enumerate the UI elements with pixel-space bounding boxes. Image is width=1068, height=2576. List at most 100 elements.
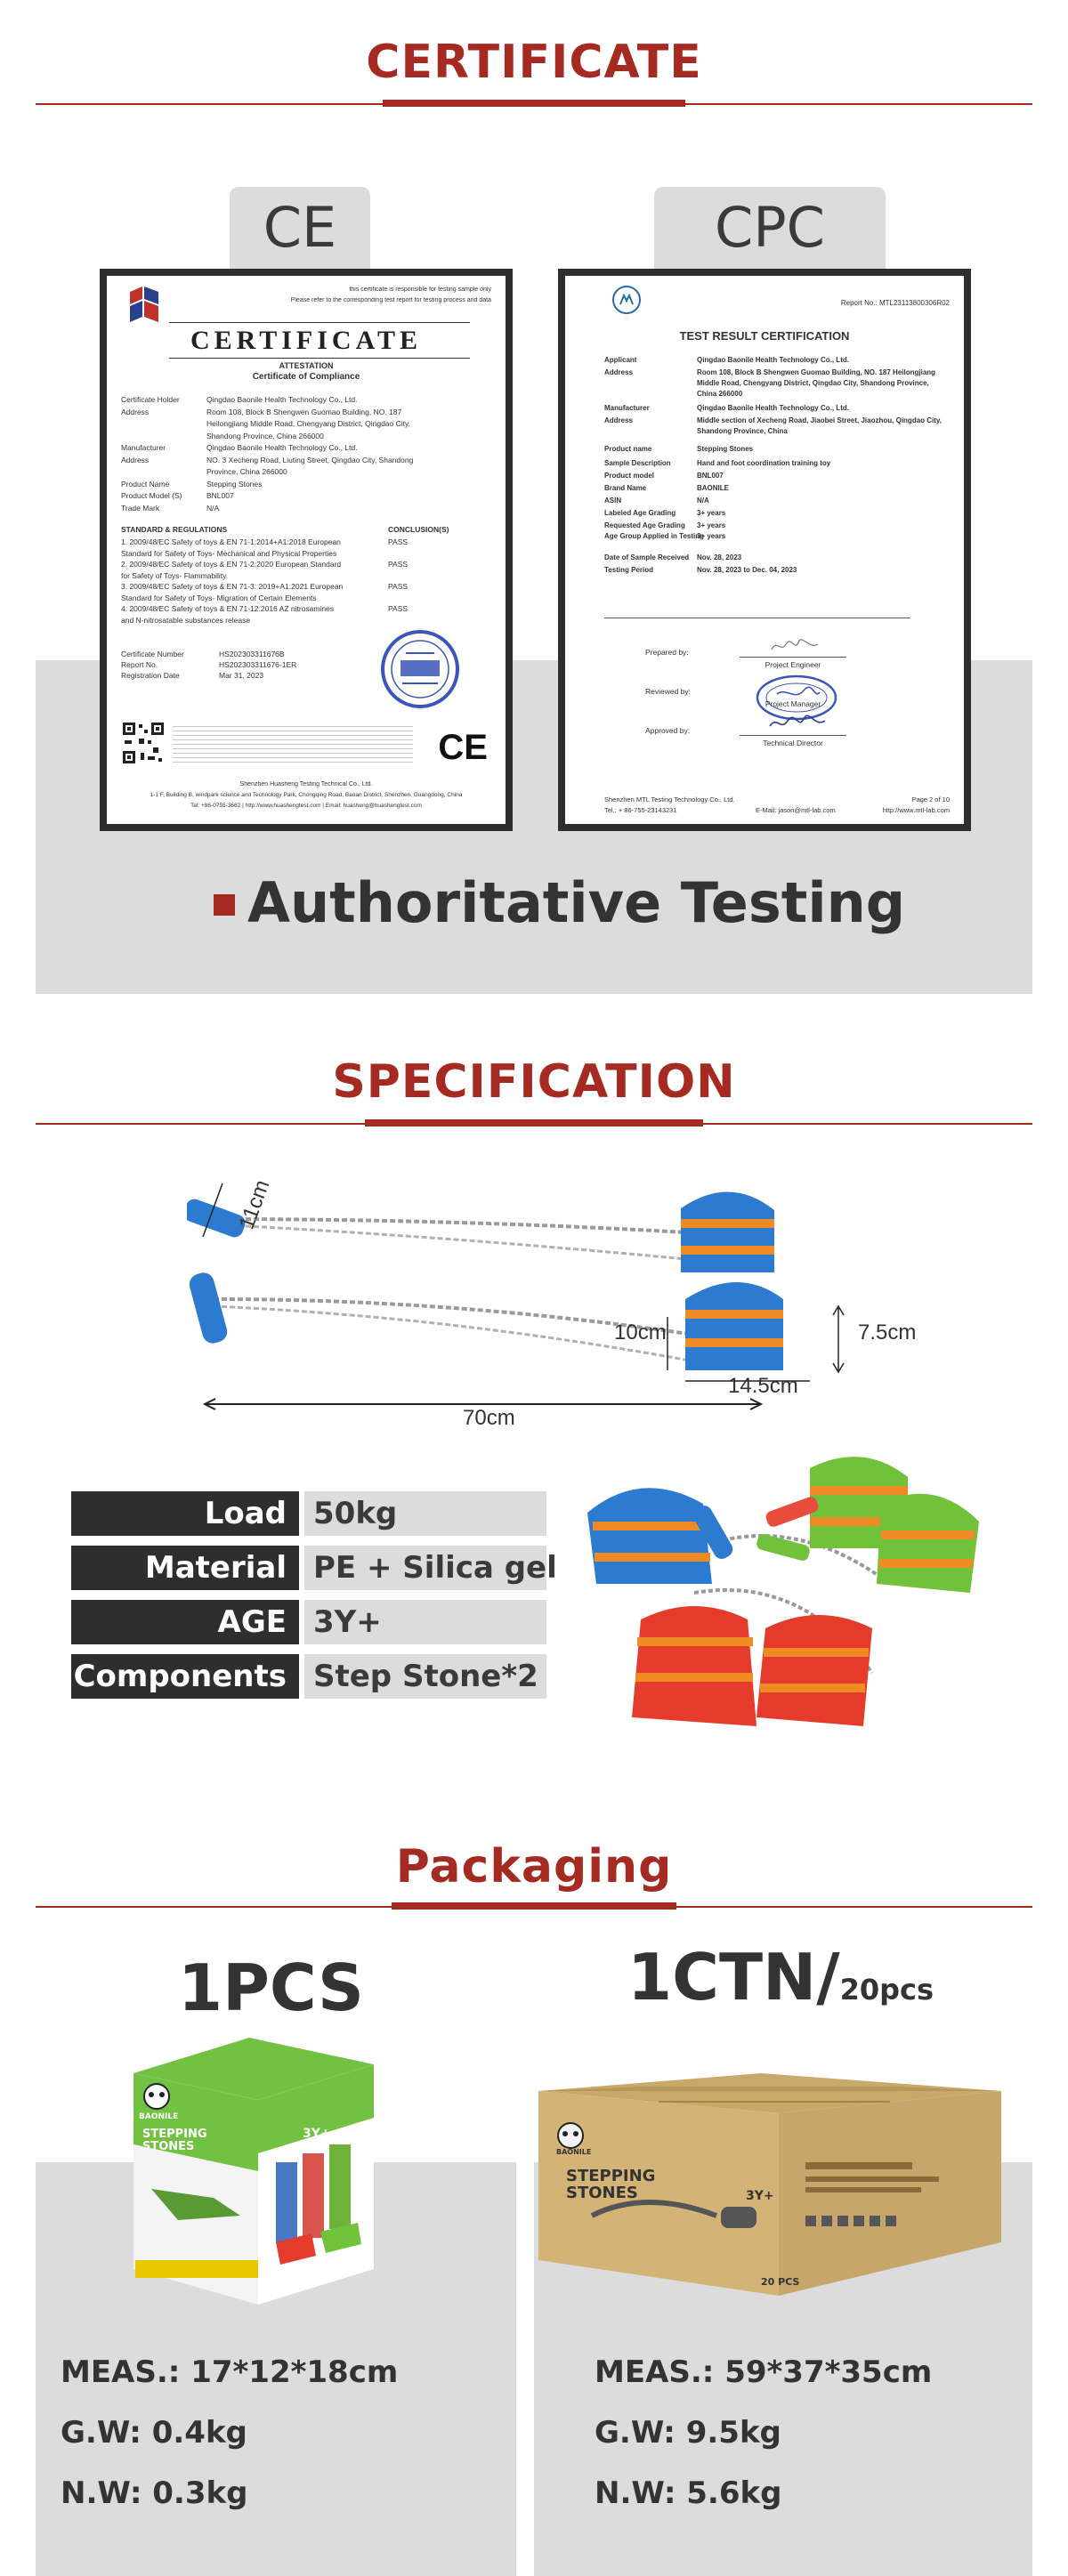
ce-standard-text: 3. 2009/48/EC Safety of toys & EN 71-3: …	[121, 582, 344, 591]
ce-standard-row: 1. 2009/48/EC Safety of toys & EN 71-1:2…	[121, 537, 491, 546]
cpc-field-label: Address	[604, 416, 634, 424]
spec-value: PE + Silica gel	[304, 1546, 557, 1590]
cpc-field-value: Qingdao Baonile Health Technology Co., L…	[697, 404, 849, 412]
ce-field-value: Qingdao Baonile Health Technology Co., L…	[206, 443, 358, 452]
ce-certificate-paper: this certificate is responsible for test…	[107, 276, 506, 824]
cpc-document-title: TEST RESULT CERTIFICATION	[679, 329, 850, 343]
cpc-field-row: Product model BNL007	[604, 472, 955, 480]
ce-standard-row: 3. 2009/48/EC Safety of toys & EN 71-3: …	[121, 582, 491, 591]
cpc-field-value: Middle Road, Chengyang District, Qingdao…	[697, 379, 929, 387]
cpc-field-row: Manufacturer Qingdao Baonile Health Techn…	[604, 404, 955, 412]
ce-fine-print	[173, 723, 413, 765]
ce-subtitle: Certificate of Compliance	[252, 372, 360, 382]
cpc-footer-company: Shenzhen MTL Testing Technology Co., Ltd…	[604, 795, 950, 803]
ce-standard-row: Standard for Safety of Toys- Mechanical …	[121, 549, 491, 558]
ce-report-number-value: HS202303311676-1ER	[219, 660, 297, 669]
ce-field-value: Stepping Stones	[206, 479, 263, 489]
cpc-field-row: Age Group Applied in Testing3+ years	[604, 532, 955, 540]
ce-standard-text: and N-nitrosatable substances release	[121, 615, 251, 625]
cpc-field-label: Date of Sample Received	[604, 553, 690, 561]
cpc-issuer-logo-icon	[612, 286, 641, 314]
cpc-field-label: Manufacturer	[604, 404, 650, 412]
cpc-director-signature-icon	[769, 715, 826, 727]
cpc-field-value: Middle section of Xecheng Road, Jiaobei …	[697, 416, 942, 424]
carton-quantity-suffix: 20pcs	[839, 1973, 934, 2007]
ce-conclusion-label: CONCLUSION(S)	[388, 525, 449, 534]
carton-count: 20 PCS	[761, 2276, 800, 2288]
carton-title: STEPPING STONES	[566, 2167, 656, 2202]
ce-header-note: this certificate is responsible for test…	[349, 287, 491, 293]
ce-field-row: Product Model (S)BNL007	[121, 491, 491, 500]
cpc-field-value: 3+ years	[697, 532, 726, 540]
cpc-footer-page: Page 2 of 10	[911, 795, 950, 803]
cpc-field-label: ASIN	[604, 497, 622, 505]
authoritative-testing-banner: Authoritative Testing	[247, 870, 906, 935]
ce-standards-head: STANDARD & REGULATIONS CONCLUSION(S)	[121, 525, 491, 534]
stepping-stones-product-photo	[587, 1457, 979, 1726]
spec-key: AGE	[71, 1600, 299, 1644]
carton-age: 3Y+	[746, 2189, 774, 2203]
cpc-field-value: BNL007	[697, 472, 724, 480]
ce-field-label: Product Name	[121, 479, 170, 489]
cpc-footer-tel: Tel.: + 86-755-23143231	[604, 806, 677, 814]
ce-cert-number-label: Certificate Number	[121, 650, 184, 658]
cpc-field-value: Shandong Province, China	[697, 427, 788, 435]
ce-registration-date-value: Mar 31, 2023	[219, 671, 264, 680]
ce-standard-text: 4. 2009/48/EC Safety of toys & EN 71-12:…	[121, 604, 335, 613]
ce-issuer-logo-icon	[130, 287, 158, 322]
ce-standard-text: for Safety of Toys- Flammability	[121, 570, 227, 580]
ce-standard-text: Standard for Safety of Toys- Mechanical …	[121, 548, 337, 558]
ce-field-value: Province, China 266000	[206, 467, 287, 476]
spec-key: Material	[71, 1546, 299, 1590]
ce-standard-row: and N-nitrosatable substances release	[121, 616, 491, 625]
ce-standard-text: 2. 2009/48/EC Safety of toys & EN 71-2:2…	[121, 560, 342, 569]
cpc-field-row: China 266000	[604, 390, 955, 398]
top-handle	[187, 1199, 246, 1238]
cpc-field-value: BAONILE	[697, 484, 729, 492]
cpc-approved-by: Approved by:	[645, 726, 691, 735]
blue-stone-photo	[587, 1488, 712, 1584]
spec-value: Step Stone*2	[304, 1654, 546, 1699]
retail-box-age: 3Y+	[303, 2127, 331, 2141]
cpc-field-label: Product model	[604, 472, 655, 480]
stepping-stones-dimension-drawing	[187, 1183, 845, 1410]
spec-key: Load	[71, 1491, 299, 1536]
dimension-length: 70cm	[463, 1406, 515, 1430]
cpc-field-label: Age Group Applied in Testing	[604, 532, 704, 540]
ce-standard-row: for Safety of Toys- Flammability	[121, 571, 491, 580]
ce-field-value: Shandong Province, China 266000	[206, 431, 324, 440]
ce-header-note-2: Please refer to the corresponding test r…	[290, 297, 491, 303]
ce-field-label: Address	[121, 455, 150, 464]
packaging-heading: Packaging	[395, 1840, 673, 1894]
retail-box-title: STEPPING STONES	[142, 2128, 207, 2153]
cpc-certificate-document: Report No.: MTL23113800306R02 TEST RESUL…	[558, 269, 971, 831]
cpc-footer-email: E-Mail: jason@mtl-lab.com	[756, 806, 836, 814]
ce-field-row: Province, China 266000	[121, 467, 491, 476]
cpc-footer-contact: Tel.: + 86-755-23143231 E-Mail: jason@mt…	[604, 806, 950, 814]
cpc-field-row: ASIN N/A	[604, 497, 955, 505]
cpc-field-value: Hand and foot coordination training toy	[697, 459, 831, 467]
ce-qr-code-icon	[121, 721, 166, 765]
shipping-carton-image	[538, 2073, 1001, 2296]
ce-field-value: BNL007	[206, 491, 234, 500]
ce-tab: CE	[230, 187, 370, 269]
ce-field-value: Heilongjiang Middle Road, Chengyang Dist…	[206, 419, 410, 428]
cpc-field-row: Address Middle section of Xecheng Road, J…	[604, 416, 955, 424]
cpc-field-value: N/A	[697, 497, 709, 505]
single-pack-measurement: MEAS.: 17*12*18cm	[61, 2354, 399, 2390]
cpc-reviewed-by: Reviewed by:	[645, 687, 692, 696]
ce-cert-number: Certificate Number HS202303311676B	[121, 650, 491, 658]
cpc-project-engineer: Project Engineer	[765, 660, 821, 669]
cpc-field-label: Labeled Age Grading	[604, 509, 676, 517]
ce-standard-result: PASS	[388, 537, 409, 546]
dimension-depth: 14.5cm	[728, 1374, 798, 1398]
carton-quantity-value: 1CTN/	[627, 1940, 840, 2015]
cpc-field-label: Sample Description	[604, 459, 671, 467]
retail-box-brand: BAONILE	[139, 2112, 179, 2121]
